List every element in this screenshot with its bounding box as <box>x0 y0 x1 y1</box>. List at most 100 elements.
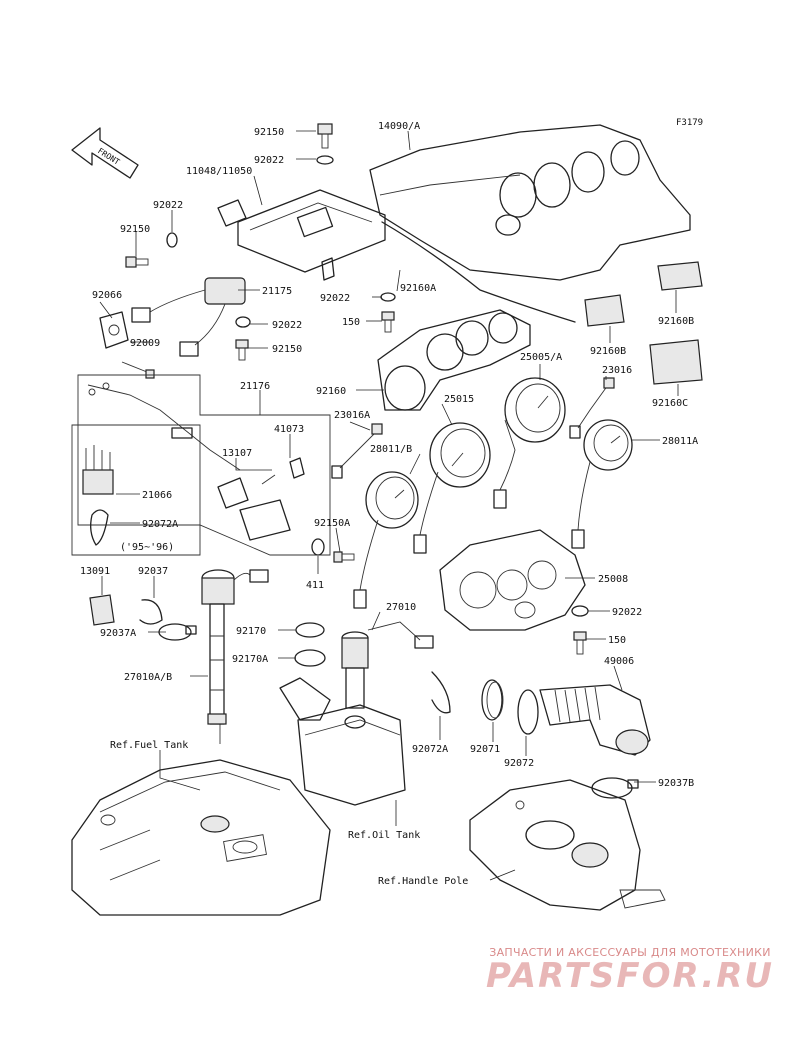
label-92170a: 92170A <box>232 654 268 665</box>
label-23016: 23016 <box>602 365 632 376</box>
pad-92160b-center <box>584 294 625 327</box>
washer-411 <box>311 538 325 556</box>
bellows-49006 <box>539 684 651 756</box>
bracket-11048 <box>217 189 386 281</box>
pad-92160b-right <box>657 261 703 291</box>
label-92022-right: 92022 <box>612 607 642 618</box>
fuel-sender-27010ab <box>201 569 269 725</box>
label-150-right: 150 <box>608 635 626 646</box>
meter-28011a <box>571 419 633 549</box>
label-92160b-center: 92160B <box>590 346 626 357</box>
label-92150-top: 92150 <box>254 127 284 138</box>
label-95-96: ('95~'96) <box>120 542 174 553</box>
label-13107: 13107 <box>222 448 252 459</box>
label-21176: 21176 <box>240 381 270 392</box>
label-92071: 92071 <box>470 744 500 755</box>
label-92160b-right: 92160B <box>658 316 694 327</box>
label-28011a: 28011A <box>662 436 698 447</box>
bolt-92150-top <box>317 123 333 149</box>
label-ref-handle-pole: Ref.Handle Pole <box>378 876 468 887</box>
clamp-92072a <box>431 671 451 714</box>
washer-92022-center <box>380 292 396 302</box>
meter-25005a <box>493 377 566 509</box>
label-49006: 49006 <box>604 656 634 667</box>
front-arrow-icon: FRONT <box>71 127 139 179</box>
label-92150a: 92150A <box>314 518 350 529</box>
label-411: 411 <box>306 580 324 591</box>
oil-tank <box>279 677 406 806</box>
bulb-socket-23016a <box>331 423 383 479</box>
clamp-92170a <box>294 649 326 667</box>
label-23016a: 23016A <box>334 410 370 421</box>
bolt-92150-mid <box>235 339 249 361</box>
label-92160: 92160 <box>316 386 346 397</box>
meter-28011b <box>353 471 419 609</box>
label-92022-top: 92022 <box>254 155 284 166</box>
inset-21066 <box>71 424 201 556</box>
fuel-tank <box>71 759 331 916</box>
label-92072a: 92072A <box>412 744 448 755</box>
bulb-socket-23016 <box>569 377 615 439</box>
relay-21175 <box>131 277 246 357</box>
label-92170: 92170 <box>236 626 266 637</box>
label-92160a: 92160A <box>400 283 436 294</box>
label-92022-center: 92022 <box>320 293 350 304</box>
bolt-92150-left <box>125 256 149 268</box>
clamp-92170 <box>295 622 325 638</box>
washer-92022-left <box>166 232 178 248</box>
watermark-logo: PARTSFOR.RU <box>485 956 775 996</box>
bolt-150-right <box>573 631 587 655</box>
label-92037a: 92037A <box>100 628 136 639</box>
label-13091: 13091 <box>80 566 110 577</box>
leader-lines <box>99 130 679 881</box>
seal-strip-92160a <box>381 221 576 323</box>
watermark-tagline: ЗАПЧАСТИ И АКСЕССУАРЫ ДЛЯ МОТОТЕХНИКИ <box>489 946 771 959</box>
label-25015: 25015 <box>444 394 474 405</box>
watermark: ЗАПЧАСТИ И АКСЕССУАРЫ ДЛЯ МОТОТЕХНИКИ PA… <box>470 946 790 993</box>
label-92072: 92072 <box>504 758 534 769</box>
label-21066: 21066 <box>142 490 172 501</box>
label-92160c: 92160C <box>652 398 688 409</box>
label-ref-oil-tank: Ref.Oil Tank <box>348 830 420 841</box>
clamp-92037 <box>139 599 163 625</box>
washer-92022-mid <box>235 316 251 328</box>
pad-13091 <box>89 594 115 626</box>
handle-pole <box>469 779 666 911</box>
clamp-92071 <box>481 679 504 721</box>
clamp-92037b <box>591 777 639 799</box>
instrument-cover-14090a <box>369 124 691 281</box>
label-92037: 92037 <box>138 566 168 577</box>
label-41073: 41073 <box>274 424 304 435</box>
label-14090a: 14090/A <box>378 121 420 132</box>
meter-holder-92160 <box>377 309 531 411</box>
label-92066: 92066 <box>92 290 122 301</box>
label-92022-left: 92022 <box>153 200 183 211</box>
label-21175: 21175 <box>262 286 292 297</box>
label-92150-mid: 92150 <box>272 344 302 355</box>
label-92072a-box: 92072A <box>142 519 178 530</box>
label-11048-11050: 11048/11050 <box>186 166 252 177</box>
label-25008: 25008 <box>598 574 628 585</box>
label-ref-fuel-tank: Ref.Fuel Tank <box>110 740 188 751</box>
pad-92160c <box>649 339 703 385</box>
bolt-92150a <box>333 551 355 563</box>
label-28011b: 28011/B <box>370 444 412 455</box>
bolt-150-center <box>381 311 395 333</box>
gasket-25008 <box>439 529 586 631</box>
figure-code: F3179 <box>676 118 704 128</box>
meter-25015 <box>413 422 491 554</box>
label-92037b: 92037B <box>658 778 694 789</box>
label-92009: 92009 <box>130 338 160 349</box>
label-92150-left: 92150 <box>120 224 150 235</box>
oil-sender-27010 <box>341 621 434 709</box>
label-92022-mid: 92022 <box>272 320 302 331</box>
label-150-center: 150 <box>342 317 360 328</box>
screw-92009 <box>121 361 155 379</box>
washer-92022-right <box>571 605 589 617</box>
washer-92022-top <box>316 155 334 165</box>
inset-21176 <box>77 374 331 556</box>
part-labels: 92150 92022 14090/A 11048/11050 92022 92… <box>80 121 698 887</box>
clamp-92072 <box>517 689 539 735</box>
bracket-92066 <box>99 311 129 349</box>
